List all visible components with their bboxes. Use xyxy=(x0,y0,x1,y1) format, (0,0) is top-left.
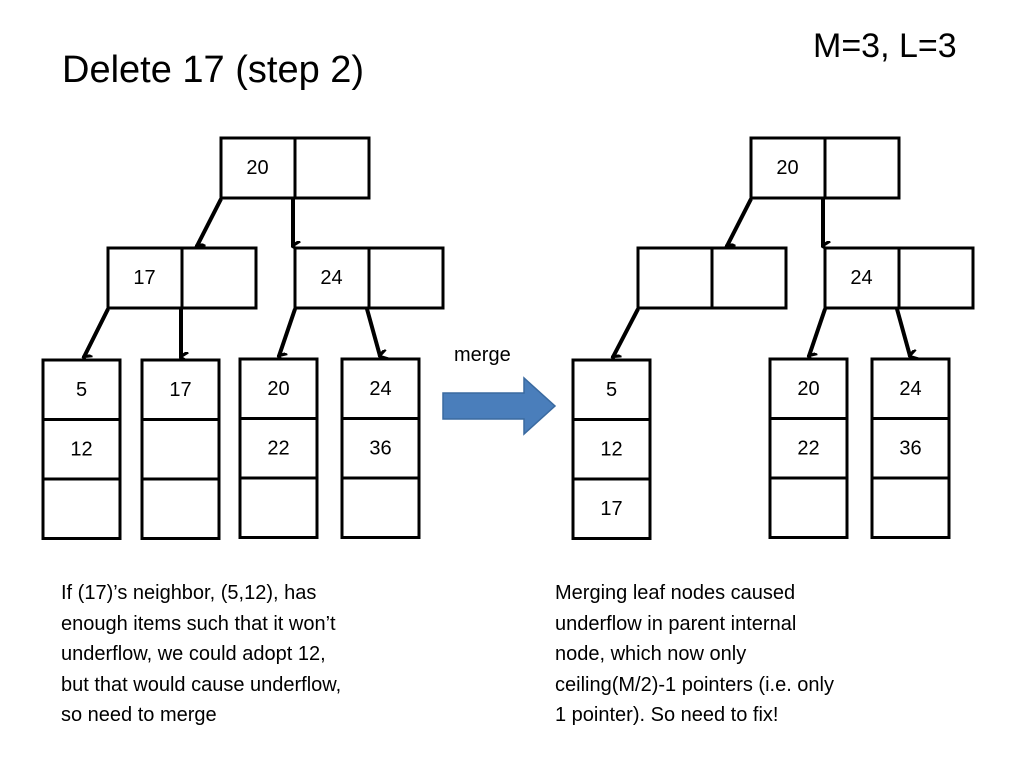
internal-node-cell xyxy=(823,246,901,310)
caption-left-line: underflow, we could adopt 12, xyxy=(61,643,326,665)
root-node-cell xyxy=(749,136,827,200)
leaf-key: 24 xyxy=(369,378,391,400)
leaf-cell xyxy=(768,357,849,420)
leaf-cell xyxy=(140,418,221,481)
tree-parameters: M=3, L=3 xyxy=(813,27,957,65)
caption-right-line: ceiling(M/2)-1 pointers (i.e. only xyxy=(555,673,834,696)
caption-left-line: but that would cause underflow, xyxy=(61,673,342,696)
merge-label: merge xyxy=(454,344,511,366)
leaf-cell xyxy=(870,417,951,480)
internal-node-key: 24 xyxy=(320,267,342,289)
leaf-cell xyxy=(140,358,221,421)
leaf-cell xyxy=(768,476,849,539)
leaf-key: 20 xyxy=(267,378,289,400)
internal-node-cell xyxy=(897,246,975,310)
caption-left-line: so need to merge xyxy=(61,704,217,726)
caption-right-line: underflow in parent internal xyxy=(555,612,797,635)
caption-right-line: Merging leaf nodes caused xyxy=(555,582,796,604)
pointer-arrow xyxy=(613,308,640,357)
leaf-key: 36 xyxy=(369,437,391,459)
leaf-cell xyxy=(571,358,652,421)
leaf-key: 20 xyxy=(797,378,819,400)
leaf-key: 36 xyxy=(899,437,921,459)
internal-node-key: 17 xyxy=(133,267,155,289)
leaf-key: 5 xyxy=(606,379,617,401)
pointer-arrow xyxy=(279,308,297,356)
internal-node-cell xyxy=(180,246,258,310)
leaf-key: 12 xyxy=(70,438,92,460)
leaf-cell xyxy=(340,357,421,420)
leaf-key: 5 xyxy=(76,379,87,401)
pointer-arrow xyxy=(365,308,380,356)
caption-right-line: node, which now only xyxy=(555,643,747,665)
caption-right-line: 1 pointer). So need to fix! xyxy=(555,704,779,726)
leaf-cell xyxy=(571,477,652,540)
leaf-key: 17 xyxy=(600,498,622,520)
leaf-cell xyxy=(238,476,319,539)
internal-node-cell xyxy=(106,246,184,310)
leaf-cell xyxy=(340,417,421,480)
pointer-arrow xyxy=(895,308,910,356)
leaf-key: 17 xyxy=(169,379,191,401)
caption-left-line: If (17)’s neighbor, (5,12), has xyxy=(61,582,317,604)
root-node-key: 20 xyxy=(246,157,268,179)
internal-node-cell xyxy=(636,246,714,310)
leaf-cell xyxy=(41,477,122,540)
leaf-cell xyxy=(768,417,849,480)
internal-node-key: 24 xyxy=(850,267,872,289)
internal-node-cell xyxy=(293,246,371,310)
pointer-arrow xyxy=(727,198,753,246)
root-node-key: 20 xyxy=(776,157,798,179)
caption-left: If (17)’s neighbor, (5,12), has enough i… xyxy=(61,578,341,731)
pointer-arrow xyxy=(809,308,827,356)
root-node-cell xyxy=(293,136,371,200)
merge-arrow xyxy=(442,376,557,436)
root-node-cell xyxy=(823,136,901,200)
pointer-arrow xyxy=(84,308,110,357)
leaf-cell xyxy=(41,358,122,421)
leaf-cell xyxy=(870,357,951,420)
leaf-key: 22 xyxy=(267,437,289,459)
leaf-key: 24 xyxy=(899,378,921,400)
root-node-cell xyxy=(219,136,297,200)
slide-title: Delete 17 (step 2) xyxy=(62,49,365,91)
caption-right: Merging leaf nodes caused underflow in p… xyxy=(555,578,834,731)
leaf-cell xyxy=(870,476,951,539)
leaf-key: 22 xyxy=(797,437,819,459)
leaf-cell xyxy=(340,476,421,539)
leaf-key: 12 xyxy=(600,438,622,460)
leaf-cell xyxy=(41,418,122,481)
leaf-cell xyxy=(140,477,221,540)
internal-node-cell xyxy=(710,246,788,310)
caption-left-line: enough items such that it won’t xyxy=(61,612,336,635)
pointer-arrow xyxy=(197,198,223,246)
internal-node-cell xyxy=(367,246,445,310)
